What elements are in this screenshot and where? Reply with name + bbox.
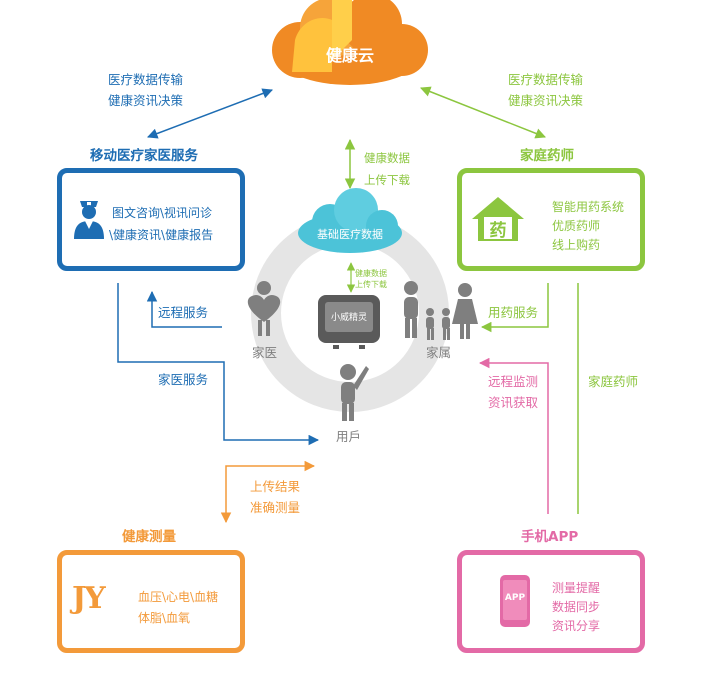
device-icon	[318, 295, 380, 349]
upload-label-1: 上传结果	[250, 479, 301, 494]
mobile-doctor-title: 移动医疗家医服务	[90, 148, 198, 164]
family-label: 家属	[426, 345, 452, 360]
small-arrow-text-2: 上传下载	[355, 280, 387, 289]
user-label: 用戶	[336, 429, 362, 444]
family-doctor-service-arrow	[117, 283, 320, 446]
health-measure-title: 健康测量	[122, 529, 176, 545]
measure-icon: JY	[72, 581, 106, 616]
family-doctor-figure-icon	[247, 281, 281, 336]
user-figure-icon	[340, 364, 369, 421]
remote-monitor-label-1: 远程监测	[488, 374, 539, 389]
mobile-app-line2: 数据同步	[552, 600, 601, 614]
family-pharmacist-flow-label: 家庭药师	[588, 374, 639, 389]
family-doctor-service-label: 家医服务	[158, 372, 209, 387]
left-arrow-text-2: 健康资讯决策	[108, 93, 184, 108]
remote-monitor-label-2: 资讯获取	[488, 395, 539, 410]
mobile-doctor-line2: \健康资讯\健康报告	[109, 228, 214, 242]
family-figures-icon	[404, 281, 478, 340]
basic-data-cloud-icon	[298, 188, 402, 253]
family-pharmacist-line2: 优质药师	[552, 219, 601, 233]
health-measure-box: JY 血压\心电\血糖 体脂\血氧	[57, 550, 245, 653]
health-measure-line2: 体脂\血氧	[138, 611, 191, 625]
family-pharmacist-box: 药 智能用药系统 优质药师 线上购药	[457, 168, 645, 271]
app-icon-label: APP	[504, 593, 526, 603]
center-arrow-text-1: 健康数据	[364, 151, 410, 165]
remote-monitor-arrow	[478, 357, 549, 514]
right-arrow-text-2: 健康资讯决策	[508, 93, 584, 108]
mobile-app-line1: 测量提醒	[552, 581, 601, 595]
family-pharmacist-title: 家庭药师	[520, 148, 574, 164]
upload-label-2: 准确测量	[250, 500, 301, 515]
app-icon-screen	[503, 580, 527, 620]
cloud-label: 健康云	[325, 46, 374, 65]
right-arrow-text-1: 医疗数据传输	[508, 72, 584, 87]
medication-service-label: 用药服务	[488, 305, 539, 320]
mobile-app-title: 手机APP	[521, 529, 579, 545]
health-cloud-icon	[272, 0, 428, 85]
house-icon	[472, 197, 524, 241]
left-cloud-arrow	[147, 88, 273, 139]
doctor-icon	[74, 201, 104, 239]
family-pharmacist-line1: 智能用药系统	[552, 200, 625, 214]
center-cloud-label: 基础医疗数据	[317, 228, 383, 241]
upload-result-arrow	[220, 460, 316, 524]
mobile-app-line3: 资讯分享	[552, 619, 601, 633]
health-measure-line1: 血压\心电\血糖	[138, 590, 219, 604]
house-icon-char: 药	[489, 221, 507, 241]
family-pharmacist-line3: 线上购药	[552, 238, 601, 252]
left-arrow-text-1: 医疗数据传输	[108, 72, 184, 87]
family-doctor-label: 家医	[252, 345, 278, 360]
remote-service-label: 远程服务	[158, 305, 209, 320]
remote-service-arrow	[146, 290, 222, 328]
device-label: 小威精灵	[330, 313, 367, 323]
small-arrow-text-1: 健康数据	[355, 269, 387, 278]
center-arrow-text-2: 上传下载	[364, 173, 410, 187]
mobile-app-box: APP 测量提醒 数据同步 资讯分享	[457, 550, 645, 653]
mobile-doctor-box: 图文咨询\视讯问诊 \健康资讯\健康报告	[57, 168, 245, 271]
medication-service-arrow	[480, 283, 549, 333]
right-cloud-arrow	[420, 86, 546, 139]
app-icon: APP	[500, 575, 530, 627]
mobile-doctor-line1: 图文咨询\视讯问诊	[112, 206, 213, 220]
